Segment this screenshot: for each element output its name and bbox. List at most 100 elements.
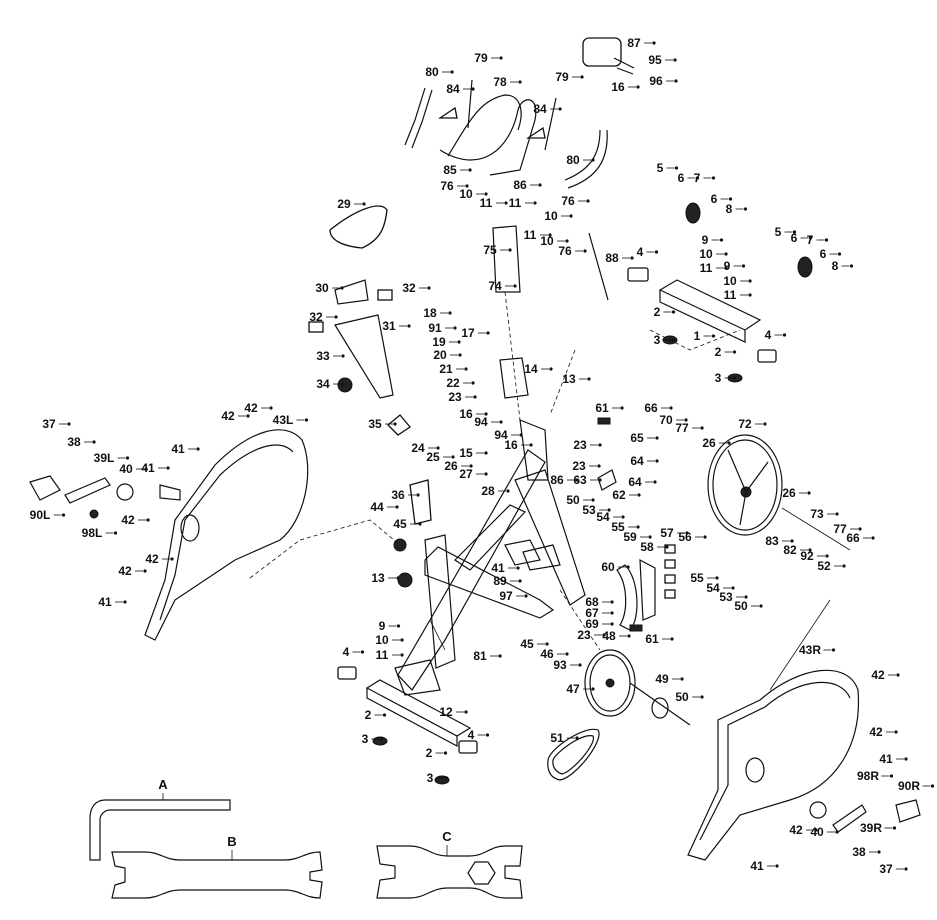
part-label-p38r: 38 — [852, 845, 866, 859]
part-label-p10a: 10 — [459, 187, 473, 201]
part-label-p70: 70 — [659, 413, 673, 427]
leader-dot-p65 — [655, 436, 659, 440]
leader-dot-p33 — [341, 354, 345, 358]
leader-dot-p37l — [67, 422, 71, 426]
leader-dot-p87 — [652, 41, 656, 45]
leader-dot-p64b — [653, 480, 657, 484]
part-label-p8b: 8 — [832, 259, 839, 273]
rear-stabilizer — [337, 666, 478, 785]
leader-dot-p11b — [533, 201, 537, 205]
part-label-p68: 68 — [585, 595, 599, 609]
part-label-p2d: 2 — [426, 746, 433, 760]
part-label-p77a: 77 — [675, 421, 689, 435]
part-label-p76b: 76 — [561, 194, 575, 208]
leader-dot-p4c — [360, 650, 365, 654]
part-label-p18: 18 — [423, 306, 437, 320]
flywheel — [707, 434, 851, 551]
part-label-p6c: 6 — [791, 231, 798, 245]
leader-dot-p80b — [591, 158, 595, 162]
part-label-p16a: 16 — [611, 80, 625, 94]
leader-dot-p96 — [674, 79, 678, 83]
part-label-p29: 29 — [337, 197, 351, 211]
part-label-p91: 91 — [428, 321, 442, 335]
part-label-p14: 14 — [524, 362, 538, 376]
part-label-p42r2: 42 — [869, 725, 883, 739]
part-label-p41a: 41 — [491, 561, 505, 575]
leader-dot-p13a — [587, 377, 591, 381]
leader-dot-p86b — [575, 478, 579, 482]
leader-dot-p7b — [824, 238, 829, 242]
part-label-p32b: 32 — [309, 310, 323, 324]
tool-label-toolC: C — [442, 829, 452, 844]
leader-dot-p4b — [782, 333, 787, 337]
leader-dot-p77a — [700, 426, 704, 430]
part-label-p63: 63 — [573, 473, 587, 487]
leader-dot-p3d — [444, 776, 449, 780]
leader-dot-p66b — [871, 536, 875, 540]
leader-dot-p88 — [630, 256, 634, 260]
part-label-p96: 96 — [649, 74, 663, 88]
leader-dot-p45b — [545, 642, 549, 646]
part-label-p92: 92 — [800, 549, 814, 563]
leader-dot-p38r — [877, 850, 881, 854]
part-label-p10d: 10 — [699, 247, 713, 261]
leader-dot-p90R — [930, 784, 935, 788]
leader-dot-p94b — [519, 433, 523, 437]
part-label-p61b: 61 — [645, 632, 659, 646]
part-label-p57: 57 — [660, 526, 674, 540]
crank-pulley — [584, 649, 691, 726]
leader-dot-p42r1 — [896, 673, 900, 677]
leader-dot-p81 — [498, 654, 502, 658]
part-label-p19: 19 — [432, 335, 446, 349]
part-label-p22: 22 — [446, 376, 460, 390]
main-frame — [394, 419, 586, 696]
part-label-p50b: 50 — [734, 599, 748, 613]
part-label-p23c: 23 — [572, 459, 586, 473]
leader-dot-p94a — [499, 420, 503, 424]
part-label-p37l: 37 — [42, 417, 56, 431]
part-label-p76c: 76 — [558, 244, 572, 258]
part-label-p93: 93 — [553, 658, 567, 672]
leader-dot-p15 — [484, 451, 488, 455]
part-label-p24: 24 — [411, 441, 425, 455]
part-label-p41l1: 41 — [141, 461, 155, 475]
leader-dot-p91 — [453, 326, 457, 330]
leader-dot-p3a — [671, 338, 676, 342]
leader-dot-p23a — [473, 395, 477, 399]
part-label-p40l: 40 — [119, 462, 133, 476]
leader-dot-p47 — [591, 687, 595, 691]
leader-dot-p42l1 — [246, 414, 250, 418]
leader-dot-p61b — [670, 637, 674, 641]
part-label-p36: 36 — [391, 488, 405, 502]
part-label-p72: 72 — [738, 417, 752, 431]
part-label-p3a: 3 — [654, 333, 661, 347]
tool-label-toolA: A — [158, 777, 168, 792]
leader-dot-p35 — [393, 422, 397, 426]
leader-dot-p26b — [727, 441, 731, 445]
brake-magnet-assembly — [597, 417, 676, 632]
part-label-p75: 75 — [483, 243, 497, 257]
leader-dot-p36 — [416, 493, 420, 497]
leader-dot-p55b — [715, 576, 719, 580]
leader-dot-p2b — [732, 350, 737, 354]
leader-dot-p97 — [524, 594, 528, 598]
leader-dot-p24 — [436, 446, 440, 450]
part-label-p61a: 61 — [595, 401, 609, 415]
leader-dot-p7a — [711, 176, 716, 180]
part-label-p26b: 26 — [702, 436, 716, 450]
part-label-p30: 30 — [315, 281, 329, 295]
part-label-p84a: 84 — [446, 82, 460, 96]
part-label-p39L: 39L — [94, 451, 115, 465]
part-label-p11f: 11 — [376, 648, 389, 662]
part-label-p98R: 98R — [857, 769, 879, 783]
part-label-p34: 34 — [316, 377, 330, 391]
part-label-p6a: 6 — [678, 171, 685, 185]
leader-dot-p78 — [518, 80, 522, 84]
leader-dot-p10a — [484, 192, 488, 196]
leader-dot-p3b — [732, 376, 737, 380]
part-label-p90L: 90L — [30, 508, 51, 522]
part-label-p49: 49 — [655, 672, 669, 686]
part-label-p7b: 7 — [807, 233, 814, 247]
left-chain-cover — [29, 429, 309, 641]
